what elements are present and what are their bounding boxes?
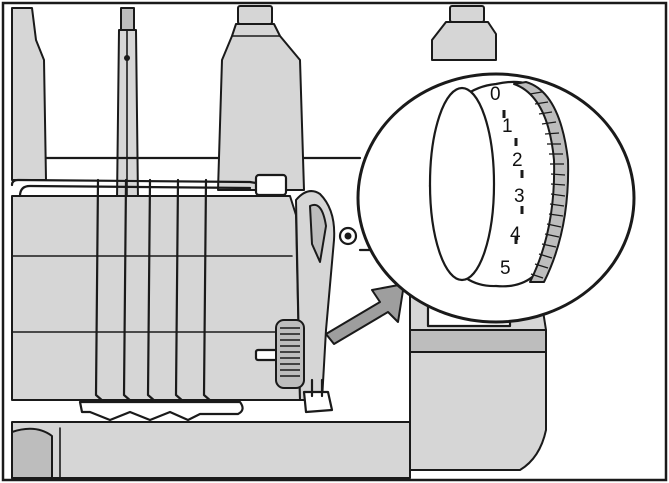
thread-guide-clip — [254, 173, 288, 197]
thread-spool-right — [431, 5, 497, 61]
stitch-length-knob — [254, 319, 305, 389]
thread-guide-pole — [116, 7, 139, 201]
machine-body — [10, 173, 301, 401]
magnified-callout: 0 1 2 3 4 5 — [356, 72, 636, 324]
looper-wire-guides — [94, 178, 214, 404]
thread-spool-center — [217, 5, 305, 191]
dial-mark-2: 2 — [512, 150, 523, 171]
dial-mark-1: 1 — [502, 116, 513, 137]
machine-base — [11, 421, 411, 479]
side-cover — [295, 190, 358, 401]
dial-mark-4: 4 — [510, 224, 521, 245]
dial-mark-5: 5 — [500, 258, 511, 279]
dial-mark-3: 3 — [514, 186, 525, 207]
dial-mark-0: 0 — [490, 84, 501, 105]
needle-clamp — [302, 378, 334, 414]
pointer-arrow — [325, 283, 405, 345]
thread-spool-left — [11, 7, 47, 181]
stitch-dial-drum — [428, 80, 570, 288]
presser-foot-hook — [78, 400, 244, 422]
